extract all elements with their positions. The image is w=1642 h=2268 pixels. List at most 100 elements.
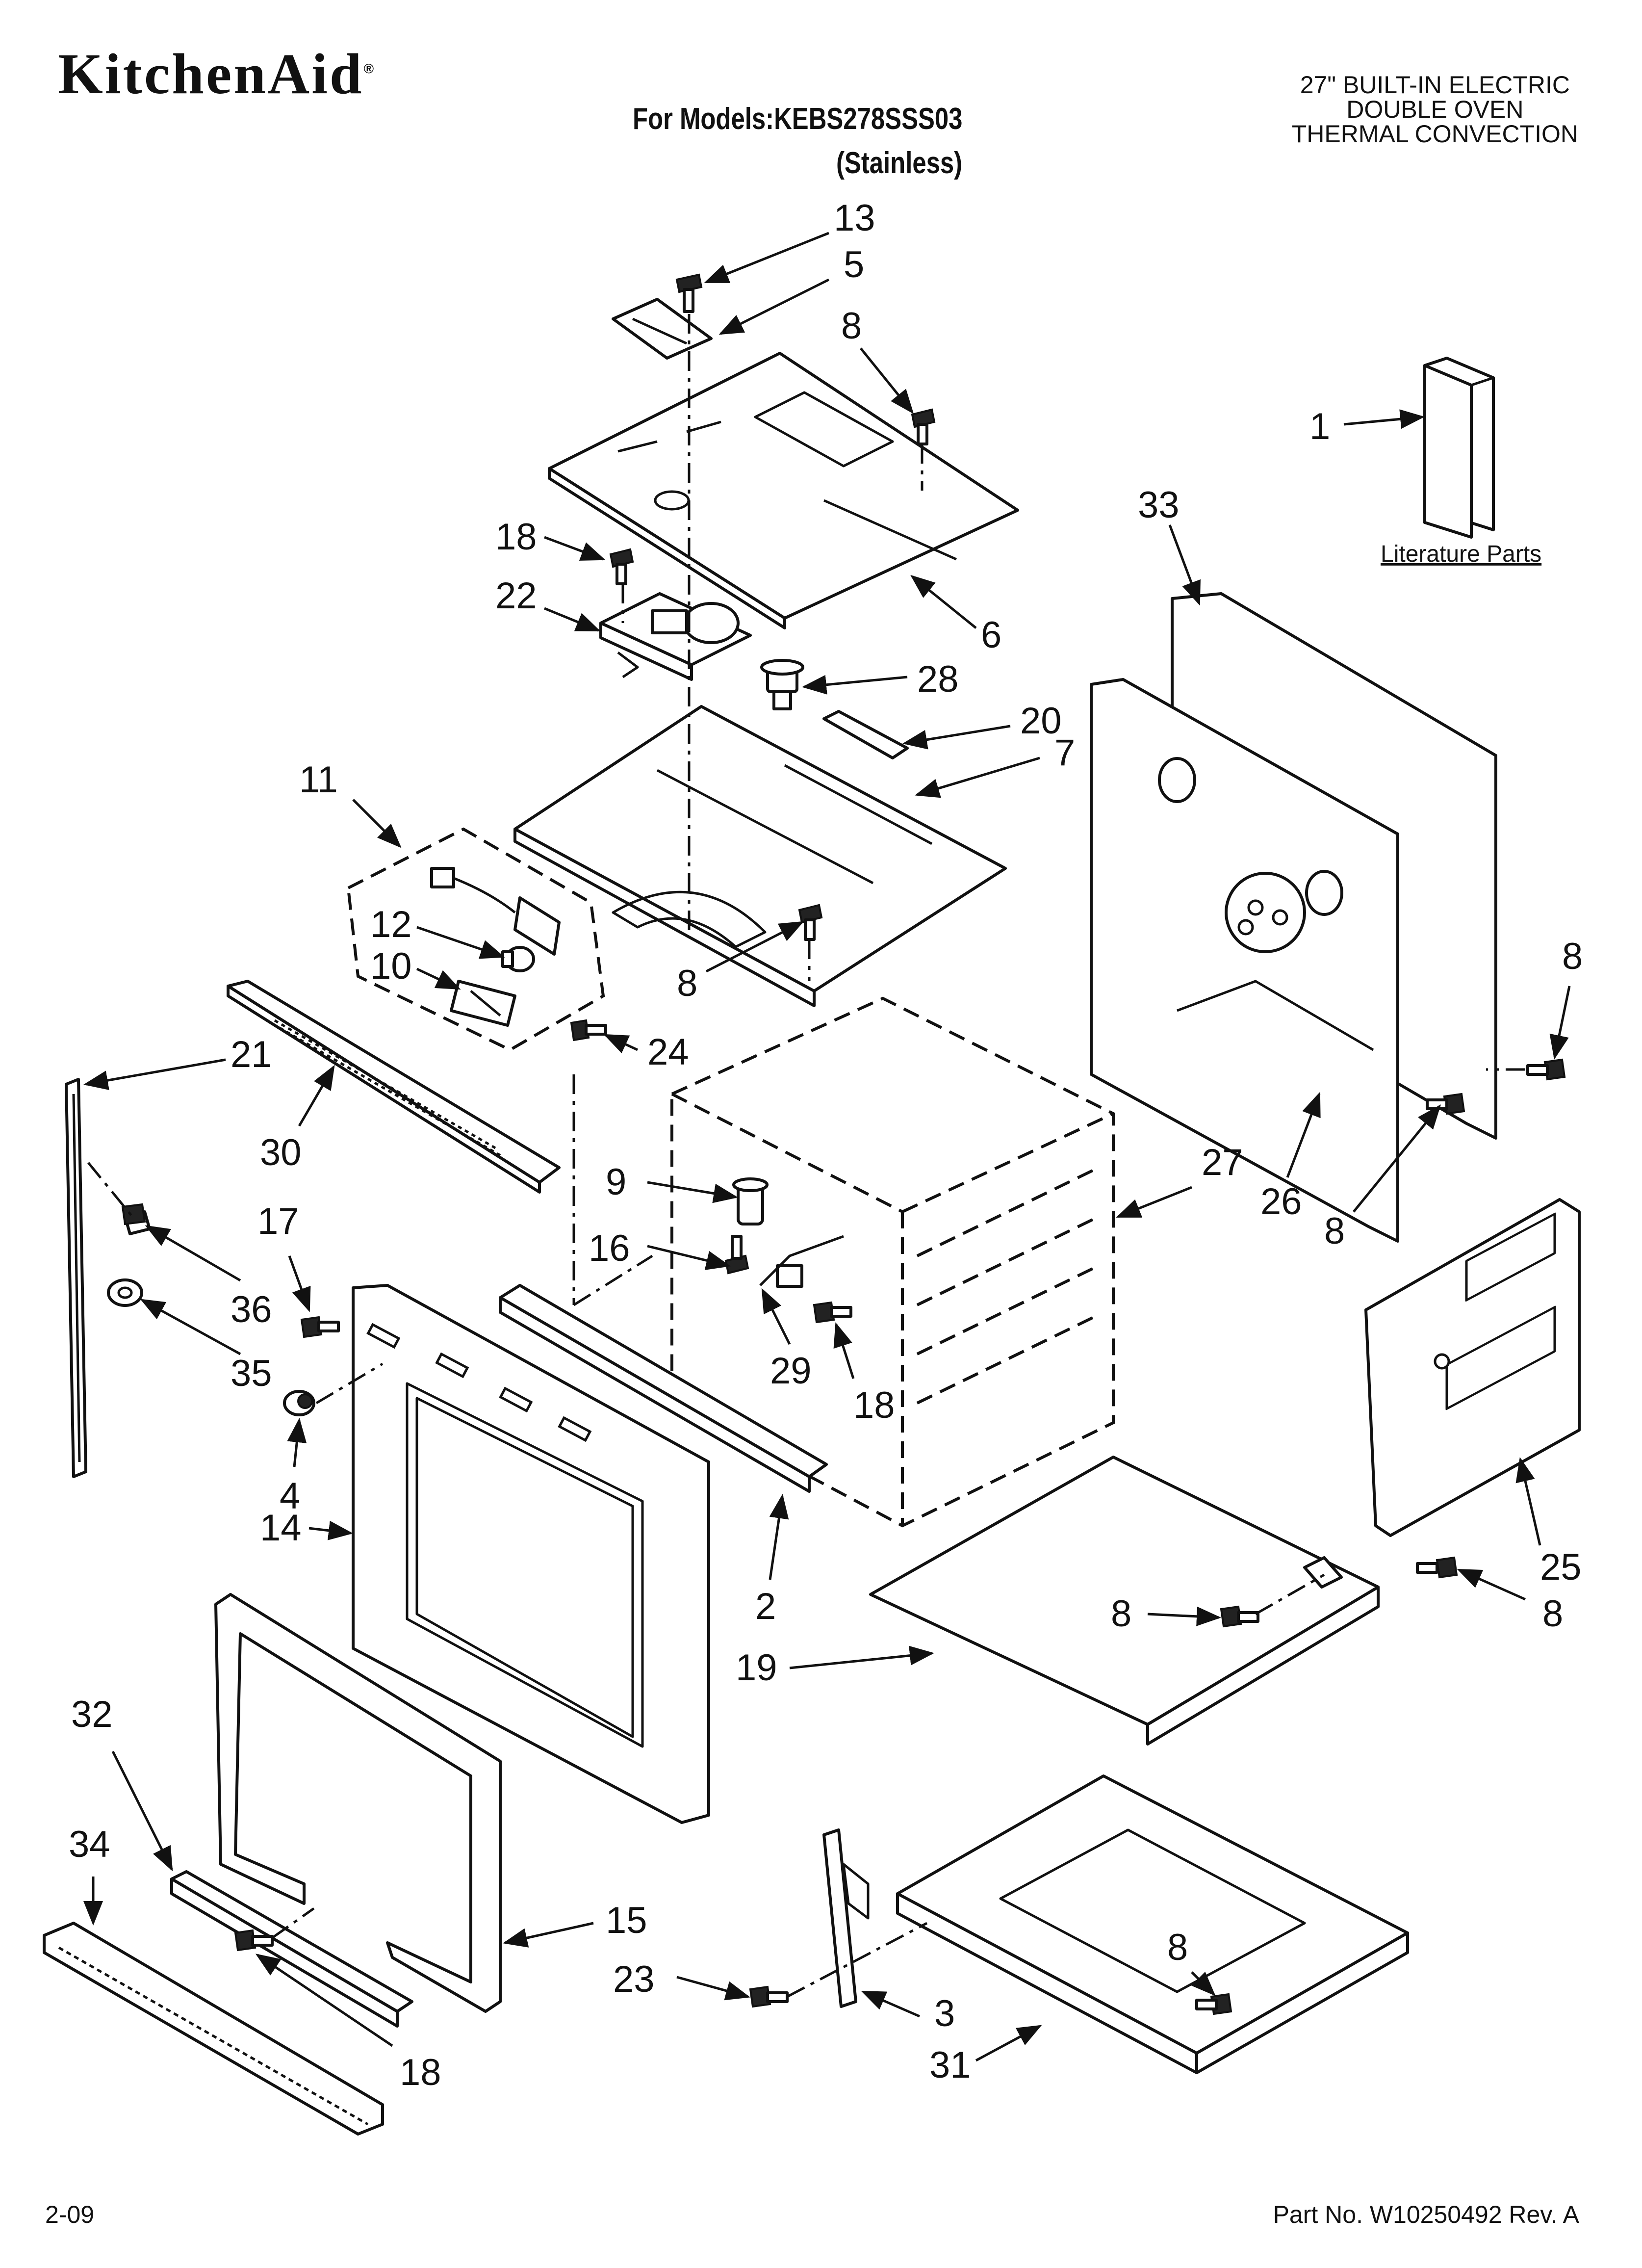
leader-14: [308, 1520, 353, 1540]
brand-registered-mark: ®: [363, 61, 376, 77]
top-bracket-part-5: [612, 298, 713, 360]
literature-booklet: [1423, 357, 1495, 539]
side-trim-part-21: [65, 1078, 87, 1478]
alignment-line: [315, 1362, 384, 1405]
leader-6: [910, 574, 977, 629]
leader-16: [647, 1245, 731, 1270]
leader-18c: [255, 1954, 393, 2047]
callout-27: 27: [1202, 1142, 1243, 1183]
side-panel-part-25: [1364, 1198, 1581, 1537]
bottom-panel-part-19: [869, 1456, 1380, 1746]
callout-22: 22: [495, 575, 537, 617]
callout-18-bottom: 18: [400, 2052, 441, 2093]
leader-35: [140, 1299, 241, 1356]
alignment-line: [87, 1162, 133, 1218]
callout-8-shelf: 8: [1111, 1593, 1131, 1635]
thermostat-part-28: [760, 659, 804, 710]
bulb-part-12: [501, 946, 535, 972]
bottom-vent-part-34: [43, 1922, 384, 2136]
leader-15: [503, 1922, 594, 1948]
callout-12: 12: [370, 904, 412, 945]
callout-15: 15: [606, 1900, 647, 1941]
leader-12: [416, 926, 505, 959]
leader-13: [704, 232, 829, 284]
leader-8d: [1353, 1104, 1441, 1213]
leader-8a: [860, 347, 914, 414]
callout-23: 23: [613, 1958, 655, 2000]
leader-8b: [705, 921, 804, 973]
screw-part-8-shelf: [1220, 1605, 1259, 1628]
base-pan-part-31: [896, 1774, 1409, 2074]
leader-10: [416, 967, 461, 990]
screw-part-8-top: [911, 408, 936, 445]
leader-3: [861, 1990, 920, 2018]
screw-part-13: [675, 273, 703, 313]
callout-19: 19: [736, 1647, 777, 1689]
alignment-line: [271, 1907, 315, 1939]
callout-28: 28: [917, 658, 959, 700]
oven-cavity-part-27: [670, 996, 1115, 1528]
callout-36: 36: [231, 1289, 272, 1330]
leader-9: [647, 1181, 738, 1203]
bumper-part-4: [283, 1390, 315, 1416]
bracket-part-20: [822, 710, 909, 759]
leader-31: [975, 2025, 1042, 2062]
models-line: For Models:KEBS278SSS03: [633, 102, 963, 136]
leader-23: [676, 1976, 750, 2001]
leader-19: [789, 1645, 934, 1669]
bracket-assembly-part-22: [599, 592, 752, 681]
leader-8f: [1147, 1606, 1221, 1626]
leader-18b: [833, 1322, 855, 1379]
callout-11: 11: [299, 759, 338, 801]
leader-21: [83, 1058, 226, 1090]
callout-3: 3: [934, 1993, 955, 2034]
leader-29: [761, 1288, 791, 1345]
callout-8-top: 8: [841, 305, 862, 347]
leader-1: [1343, 409, 1425, 429]
callout-25: 25: [1540, 1546, 1582, 1588]
callout-4: 4: [280, 1475, 300, 1517]
callout-17: 17: [257, 1200, 299, 1242]
leader-11: [352, 799, 402, 848]
callout-13: 13: [834, 197, 875, 239]
screw-part-8-bottom-right: [1416, 1556, 1458, 1579]
screw-part-8-right: [1526, 1058, 1566, 1081]
callout-5: 5: [844, 244, 864, 286]
callout-24: 24: [647, 1031, 689, 1073]
leader-4: [287, 1418, 307, 1467]
literature-parts-caption: Literature Parts: [1381, 541, 1541, 567]
callout-9: 9: [606, 1161, 626, 1203]
callout-8-right: 8: [1562, 936, 1583, 977]
callout-8-mid: 8: [677, 963, 697, 1004]
leader-32: [111, 1750, 173, 1872]
leader-30: [298, 1065, 335, 1127]
callout-29: 29: [770, 1350, 812, 1392]
rear-panel-part-33: [1090, 592, 1497, 1243]
leader-18a: [544, 536, 606, 561]
callout-31: 31: [929, 2044, 971, 2086]
element-part-9: [732, 1177, 769, 1225]
callout-7: 7: [1054, 732, 1075, 774]
oven-top-plate-part-7: [513, 705, 1007, 1007]
leader-5: [718, 278, 830, 335]
harness-part-29: [759, 1235, 844, 1288]
callout-8-base: 8: [1167, 1927, 1188, 1968]
leader-24: [603, 1034, 639, 1054]
leader-8c: [1549, 986, 1571, 1060]
screw-part-17: [300, 1316, 340, 1338]
leader-26: [1286, 1092, 1321, 1178]
product-description: 27" BUILT-IN ELECTRIC DOUBLE OVEN THERMA…: [1292, 73, 1578, 146]
screw-part-8-base: [1195, 1993, 1232, 2015]
callout-6: 6: [981, 614, 1001, 656]
leader-36: [145, 1225, 241, 1282]
callout-14: 14: [260, 1507, 302, 1549]
leader-8g: [1191, 1971, 1216, 1996]
leader-28: [802, 675, 908, 695]
leader-2: [769, 1494, 789, 1580]
door-frame-part-14: [352, 1284, 710, 1824]
product-line-2: DOUBLE OVEN: [1346, 96, 1524, 123]
callout-18-top: 18: [495, 516, 537, 558]
leader-7: [915, 756, 1040, 798]
callout-26: 26: [1260, 1181, 1302, 1223]
